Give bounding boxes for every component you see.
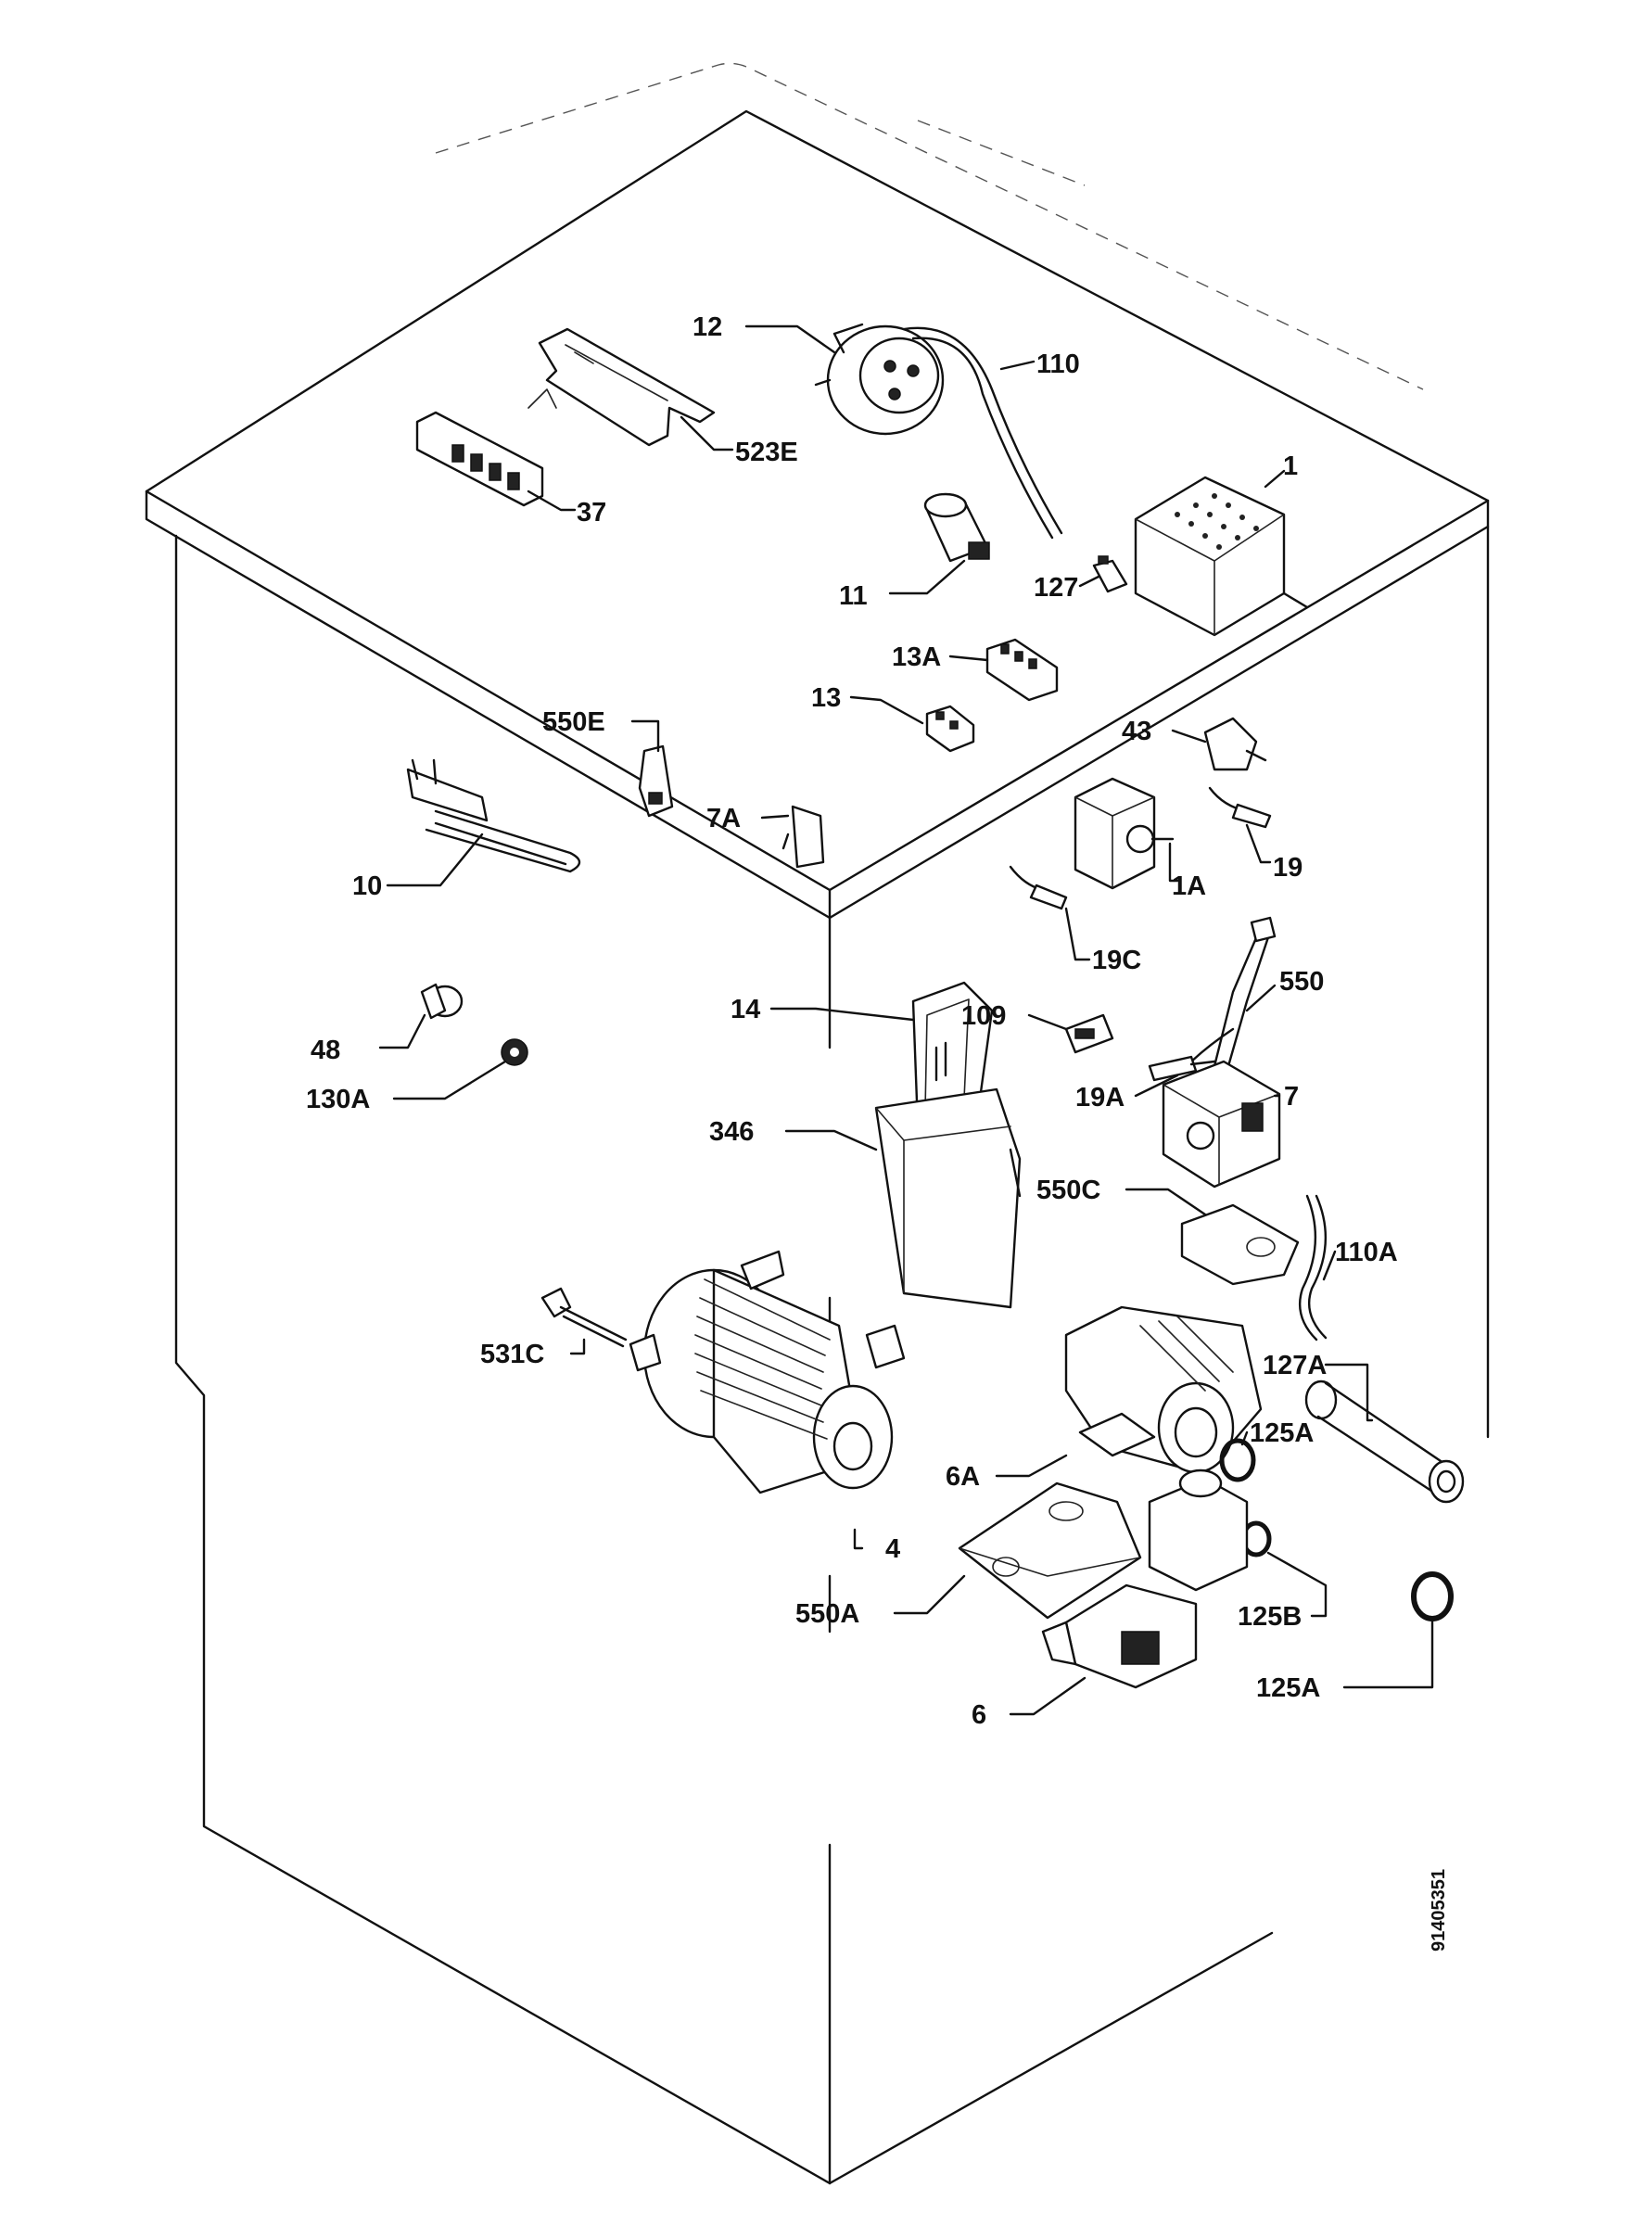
label-130A: 130A [306,1085,370,1114]
sensor-part-19A [1148,1055,1216,1082]
screw-part-531C [540,1287,628,1348]
label-19: 19 [1273,853,1303,883]
pump-part-6A [1064,1305,1263,1476]
drawer-box-part-346 [874,1087,1022,1309]
label-127: 127 [1034,573,1078,603]
part-43 [1203,717,1267,771]
label-13: 13 [811,683,841,713]
part-550E [638,744,674,818]
label-14: 14 [731,995,760,1024]
label-19C: 19C [1092,946,1141,975]
seal-part-125A-lower [1411,1571,1454,1621]
label-110: 110 [1036,350,1080,379]
part-48 [420,983,464,1020]
connector-part-13 [925,705,975,753]
part-109 [1064,1013,1114,1054]
sensor-part-19 [1208,786,1272,829]
part-550C [1180,1203,1300,1286]
label-1A: 1A [1172,871,1206,901]
drain-pump-part-6 [1041,1468,1249,1689]
label-6A: 6A [946,1462,980,1492]
label-346: 346 [709,1117,754,1147]
label-523E: 523E [735,438,798,467]
label-13A: 13A [892,642,941,672]
label-550A: 550A [795,1599,859,1629]
label-43: 43 [1122,717,1151,746]
fitting-part-127 [1092,555,1128,593]
label-110A: 110A [1335,1238,1398,1267]
cover-part-550A [958,1481,1142,1620]
bracket-part-523E [538,327,716,447]
hose-part-110 [902,326,1063,540]
label-6: 6 [972,1700,986,1730]
terminal-block-part-37 [415,388,557,507]
label-48: 48 [311,1036,340,1065]
connector-part-13A [985,638,1059,702]
part-130A [501,1038,528,1066]
label-550E: 550E [542,707,605,737]
part-labels: 12 110 1 523E 37 11 127 13A 13 43 550E 7… [306,312,1449,1952]
label-550C: 550C [1036,1176,1100,1205]
heater-part-10 [406,758,581,873]
switch-part-7 [1162,1060,1281,1189]
label-19A: 19A [1075,1083,1125,1112]
motor-part-4 [629,1250,906,1494]
label-4: 4 [885,1534,900,1564]
label-37: 37 [577,498,606,528]
label-7: 7 [1284,1082,1299,1112]
label-125B: 125B [1238,1602,1302,1632]
wiring-part-550 [1185,916,1277,1068]
label-125A-lower: 125A [1256,1673,1320,1703]
hose-part-127A [1304,1380,1465,1504]
pressure-switch-part-12 [814,323,945,436]
part-1A [1074,777,1175,890]
leader-lines [378,324,1434,1716]
label-12: 12 [693,312,722,342]
part-7A [782,805,825,869]
label-531C: 531C [480,1340,544,1369]
seal-part-125A-upper [1219,1438,1256,1482]
label-1: 1 [1283,451,1298,481]
label-11: 11 [839,581,868,611]
label-7A: 7A [706,804,741,833]
label-125A-upper: 125A [1250,1418,1314,1448]
timer-part-1 [1134,476,1309,637]
label-127A: 127A [1263,1351,1327,1380]
label-550: 550 [1279,967,1324,997]
drawing-code: 91405351 [1429,1869,1449,1952]
label-10: 10 [352,871,382,901]
hose-part-110A [1298,1194,1328,1341]
capacitor-part-11 [923,492,990,563]
cabinet-outline [145,62,1490,2185]
label-109: 109 [961,1001,1006,1031]
sensor-part-19C [1009,865,1068,910]
drawer-part-14 [911,981,994,1128]
